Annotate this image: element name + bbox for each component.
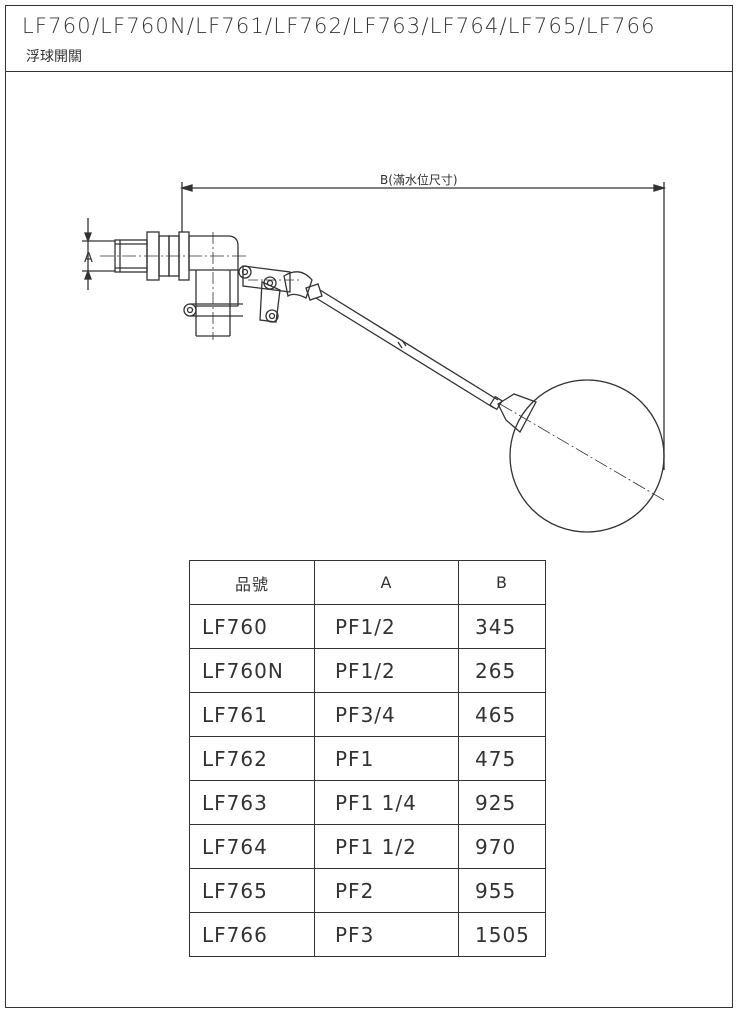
header-divider <box>5 71 733 72</box>
table-row: LF762 PF1 475 <box>189 736 546 781</box>
table-header-row: 品號 A B <box>189 560 546 605</box>
cell-part-number: LF760N <box>189 648 315 693</box>
float-rod <box>305 283 503 411</box>
cell-part-number: LF765 <box>189 868 315 913</box>
cell-b: 475 <box>458 736 546 781</box>
drawing-frame <box>5 5 733 1008</box>
header-part-number: 品號 <box>189 560 315 605</box>
table-row: LF766 PF3 1505 <box>189 912 546 957</box>
cell-b: 925 <box>458 780 546 825</box>
float-valve-drawing: B(滿水位尺寸) A <box>82 172 667 533</box>
header-a: A <box>314 560 459 605</box>
cell-part-number: LF762 <box>189 736 315 781</box>
spec-table: 品號 A B LF760 PF1/2 345 LF760N PF1/2 265 … <box>189 560 546 957</box>
header-b: B <box>458 560 546 605</box>
dimension-a: A <box>82 218 115 290</box>
dimension-b-label: B(滿水位尺寸) <box>380 172 458 187</box>
float-ball <box>497 379 665 533</box>
cell-b: 345 <box>458 604 546 649</box>
table-row: LF764 PF1 1/2 970 <box>189 824 546 869</box>
cell-a: PF1/2 <box>314 648 459 693</box>
cell-a: PF1 <box>314 736 459 781</box>
cell-part-number: LF760 <box>189 604 315 649</box>
cell-a: PF1 1/2 <box>314 824 459 869</box>
cell-part-number: LF763 <box>189 780 315 825</box>
table-row: LF760N PF1/2 265 <box>189 648 546 693</box>
cell-part-number: LF766 <box>189 912 315 957</box>
cell-b: 955 <box>458 868 546 913</box>
table-row: LF760 PF1/2 345 <box>189 604 546 649</box>
dimension-b: B(滿水位尺寸) <box>179 172 667 470</box>
valve-body <box>188 232 239 340</box>
threaded-inlet <box>114 231 190 281</box>
table-row: LF763 PF1 1/4 925 <box>189 780 546 825</box>
cell-b: 265 <box>458 648 546 693</box>
cell-a: PF3/4 <box>314 692 459 737</box>
page-title: LF760/LF760N/LF761/LF762/LF763/LF764/LF7… <box>22 14 656 38</box>
float-linkage <box>183 265 313 323</box>
dimension-a-label: A <box>84 251 93 266</box>
page-subtitle: 浮球開關 <box>26 49 82 65</box>
cell-part-number: LF764 <box>189 824 315 869</box>
table-row: LF761 PF3/4 465 <box>189 692 546 737</box>
cell-b: 1505 <box>458 912 546 957</box>
cell-part-number: LF761 <box>189 692 315 737</box>
cell-b: 465 <box>458 692 546 737</box>
cell-a: PF3 <box>314 912 459 957</box>
table-row: LF765 PF2 955 <box>189 868 546 913</box>
cell-a: PF1 1/4 <box>314 780 459 825</box>
cell-b: 970 <box>458 824 546 869</box>
cell-a: PF1/2 <box>314 604 459 649</box>
cell-a: PF2 <box>314 868 459 913</box>
